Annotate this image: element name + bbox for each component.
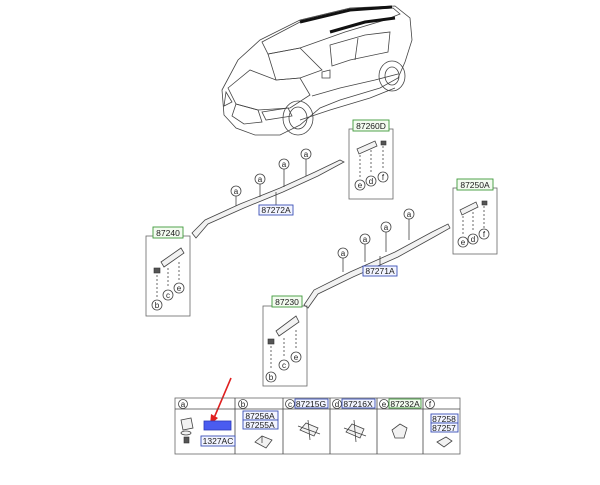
svg-text:a: a	[407, 210, 412, 219]
svg-text:c: c	[288, 400, 292, 409]
part-label-1327ac: 1327AC	[203, 436, 234, 446]
group-87230: 87230 b c e	[262, 295, 308, 387]
roof-rail-right	[329, 16, 396, 34]
part-label-87256a: 87256A	[245, 411, 275, 421]
svg-text:e: e	[177, 284, 182, 293]
group-label-87230: 87230	[275, 297, 299, 307]
part-label-87215g: 87215G	[296, 399, 326, 409]
part-label-87272a: 87272A	[261, 205, 291, 215]
legend-col-f: f 87258 87257	[425, 399, 459, 448]
part-tag-87216x[interactable]	[341, 398, 376, 409]
legend-col-c: c 87215G	[285, 398, 329, 441]
svg-text:a: a	[258, 175, 263, 184]
svg-text:b: b	[155, 301, 160, 310]
svg-text:f: f	[429, 400, 432, 409]
svg-text:d: d	[471, 235, 475, 244]
svg-text:a: a	[181, 400, 186, 409]
group-87250a: 87250A e d f	[452, 178, 498, 255]
group-87240: 87240 b c e	[145, 226, 191, 317]
part-tag-87255a[interactable]	[242, 419, 279, 430]
group-tag-87250a[interactable]	[456, 178, 494, 191]
part-label-87271a: 87271A	[365, 266, 395, 276]
svg-text:e: e	[358, 181, 363, 190]
svg-text:f: f	[382, 173, 385, 182]
part-tag-1327ac[interactable]	[200, 435, 236, 447]
legend-table: a 1327AC b 87256A 87255A c 87215G	[174, 397, 461, 455]
legend-col-a: a 1327AC	[178, 399, 236, 447]
group-label-87260d: 87260D	[356, 121, 386, 131]
part-label-87258: 87258	[432, 414, 456, 424]
group-tag-87240[interactable]	[152, 226, 184, 239]
svg-text:a: a	[341, 249, 346, 258]
part-tag-87271a[interactable]	[362, 265, 398, 277]
rail-87272a: a a a a 87272A	[191, 148, 345, 239]
rail-87271a: a a a a 87271A	[303, 208, 451, 309]
legend-col-e: e 87232A	[379, 398, 422, 439]
svg-text:e: e	[294, 353, 299, 362]
group-87260d: 87260D e d f	[348, 119, 394, 200]
svg-text:e: e	[382, 400, 387, 409]
roof-rail-left	[299, 5, 393, 24]
svg-text:a: a	[234, 187, 239, 196]
svg-text:a: a	[304, 150, 309, 159]
group-tag-87260d[interactable]	[352, 119, 390, 132]
legend-col-d: d 87216X	[332, 398, 376, 443]
svg-text:d: d	[335, 400, 339, 409]
svg-text:d: d	[369, 177, 373, 186]
svg-text:f: f	[483, 230, 486, 239]
legend-col-b: b 87256A 87255A	[238, 399, 279, 449]
pointer-arrow	[210, 377, 232, 425]
group-label-87250a: 87250A	[460, 180, 490, 190]
svg-text:b: b	[269, 373, 274, 382]
svg-text:c: c	[282, 361, 286, 370]
svg-text:a: a	[282, 160, 287, 169]
part-label-87255a: 87255A	[245, 420, 275, 430]
part-tag-87257[interactable]	[430, 422, 459, 433]
svg-text:c: c	[166, 291, 170, 300]
part-tag-87232a[interactable]	[388, 398, 422, 409]
svg-text:b: b	[241, 400, 246, 409]
part-label-87232a: 87232A	[390, 399, 420, 409]
part-tag-highlighted[interactable]	[203, 420, 232, 431]
part-tag-87215g[interactable]	[294, 398, 329, 409]
svg-text:e: e	[461, 238, 466, 247]
svg-text:a: a	[363, 235, 368, 244]
suv-illustration	[221, 5, 413, 136]
part-label-87216x: 87216X	[343, 399, 373, 409]
group-label-87240: 87240	[156, 228, 180, 238]
part-tag-87272a[interactable]	[258, 204, 294, 216]
group-tag-87230[interactable]	[271, 295, 303, 308]
svg-text:a: a	[384, 223, 389, 232]
part-label-87257: 87257	[432, 423, 456, 433]
